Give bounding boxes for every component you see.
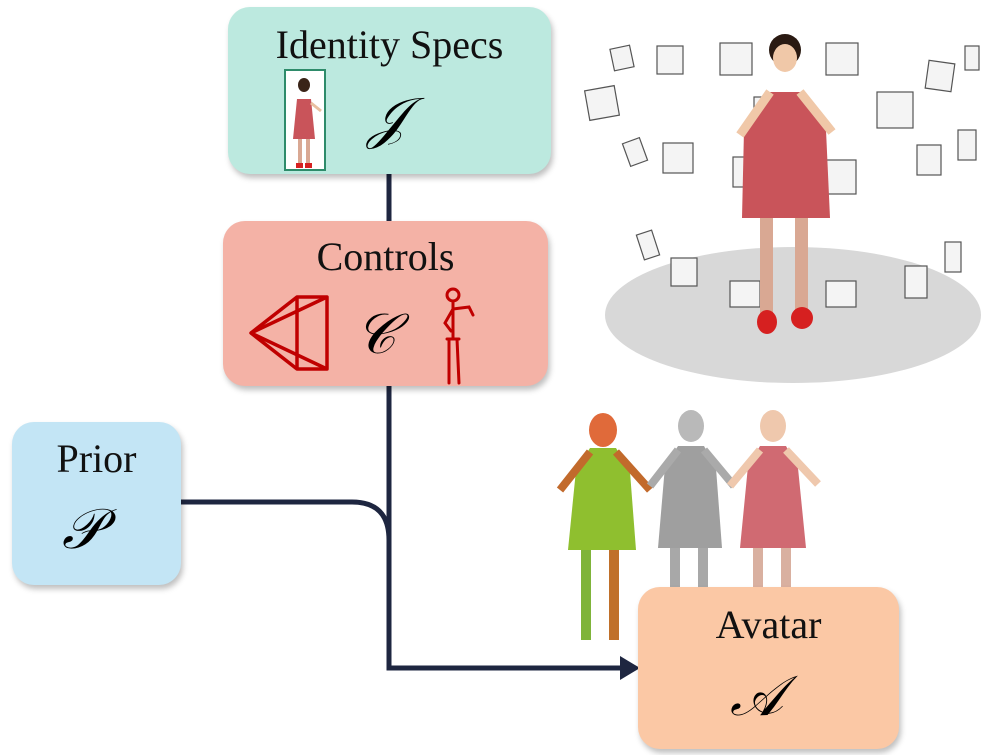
identity-specs-title: Identity Specs <box>275 22 504 67</box>
controls-symbol: 𝒞 <box>355 302 396 367</box>
controls-box: Controls 𝒞 <box>223 221 548 386</box>
camera-frustum-icon <box>249 295 329 371</box>
avatar-geometry <box>646 410 738 588</box>
identity-specs-box: Identity Specs 𝒥 <box>228 7 551 174</box>
identity-reference-thumbnail <box>284 69 326 171</box>
avatar-box: Avatar 𝒜 <box>638 587 899 749</box>
avatar-symbol: 𝒜 <box>730 664 783 729</box>
prior-box: Prior 𝒫 <box>12 422 181 585</box>
skeleton-pose-icon <box>443 287 475 385</box>
avatar-title: Avatar <box>715 602 822 647</box>
captured-person <box>736 34 836 334</box>
controls-title: Controls <box>316 234 455 279</box>
avatar-textured <box>726 410 821 588</box>
prior-to-main-line <box>181 499 392 541</box>
controls-to-avatar-line <box>386 384 626 671</box>
prior-title: Prior <box>56 436 137 481</box>
prior-symbol: 𝒫 <box>62 497 103 562</box>
identity-symbol: 𝒥 <box>368 86 407 151</box>
avatar-normal-map <box>556 413 653 640</box>
arrowhead-icon <box>620 656 640 680</box>
